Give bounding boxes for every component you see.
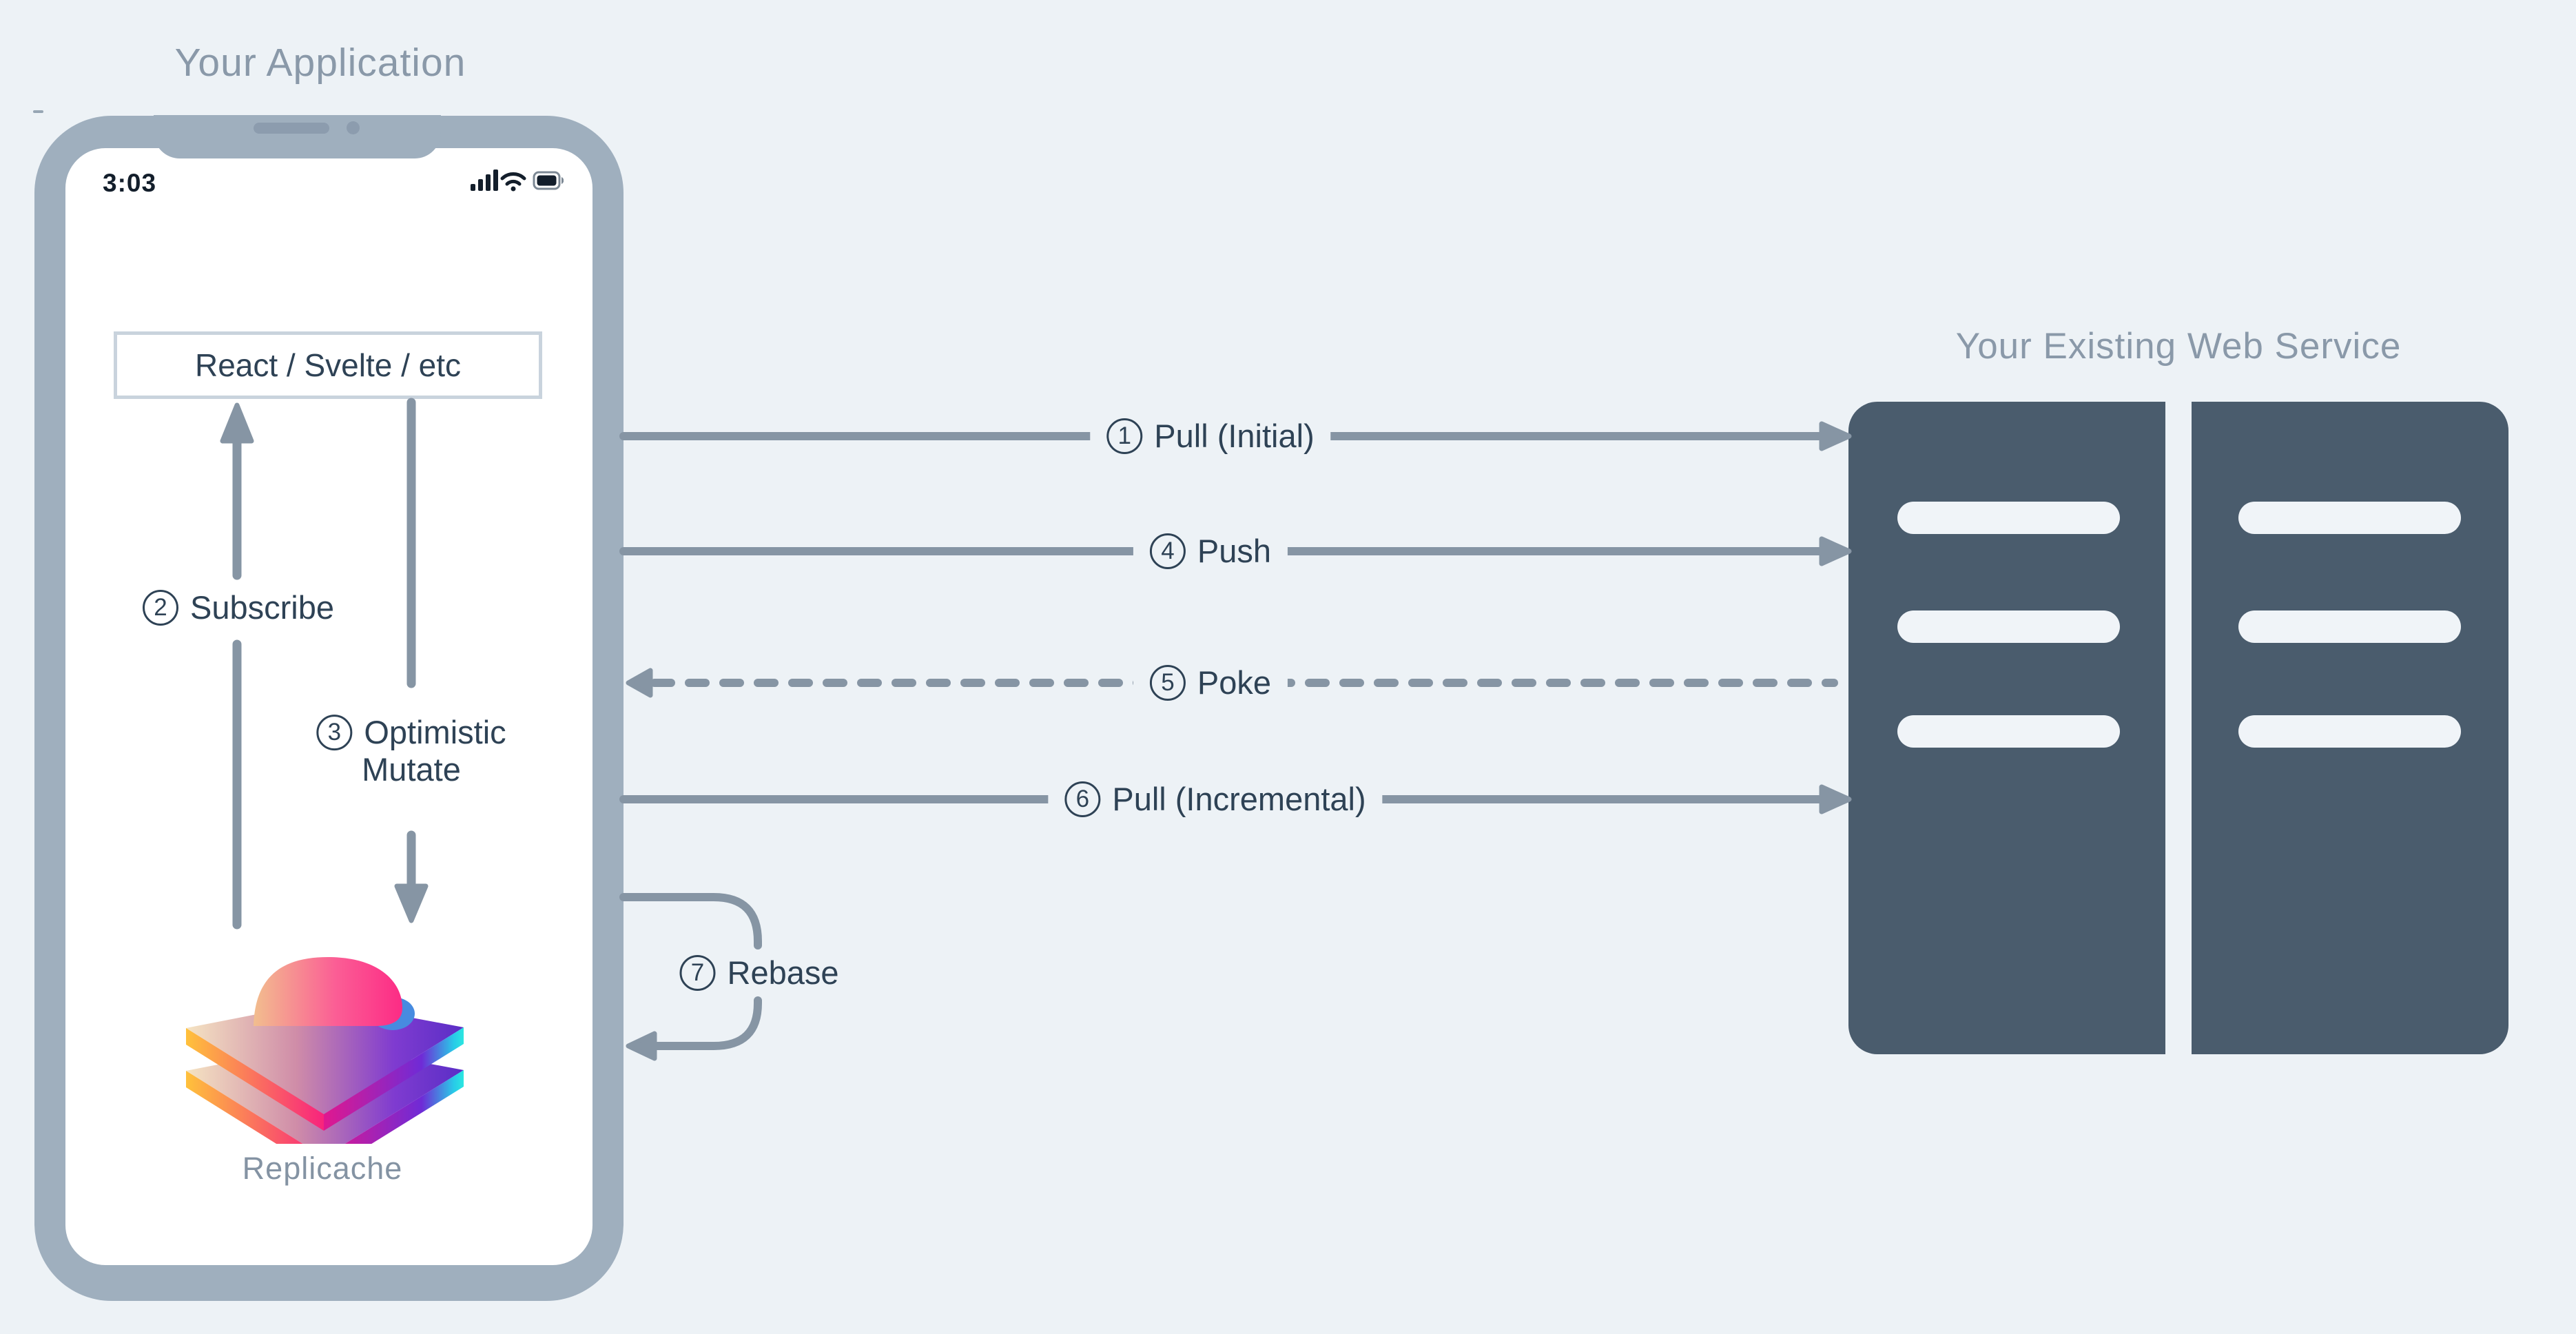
phone-notch <box>154 115 441 158</box>
step-label: Subscribe <box>190 589 334 626</box>
server-slot <box>2238 502 2461 534</box>
step-number-badge: 5 <box>1149 665 1186 701</box>
flow-label-subscribe: 2 Subscribe <box>143 590 334 626</box>
server-slot <box>2238 715 2461 748</box>
server-slot <box>1897 610 2120 643</box>
flow-label-pull-initial: 1 Pull (Initial) <box>1090 414 1331 458</box>
flow-label-poke: 5 Poke <box>1133 661 1288 705</box>
step-label: Pull (Incremental) <box>1112 781 1366 818</box>
flow-label-push: 4 Push <box>1133 529 1288 573</box>
push-arrowhead <box>1819 536 1852 566</box>
rebase-arrowhead <box>626 1031 657 1061</box>
server-slot <box>1897 715 2120 748</box>
step-label: Optimistic <box>364 714 506 751</box>
replicache-label: Replicache <box>242 1151 403 1186</box>
step-label: Pull (Initial) <box>1154 418 1315 455</box>
step-number-badge: 7 <box>679 955 716 991</box>
tick-mark <box>33 110 43 113</box>
step-number-badge: 3 <box>316 715 353 751</box>
ui-framework-label: React / Svelte / etc <box>194 347 462 383</box>
service-title: Your Existing Web Service <box>1955 326 2402 367</box>
step-number-badge: 2 <box>143 590 178 626</box>
step-label: Push <box>1197 533 1272 570</box>
server-slot <box>1897 502 2120 534</box>
replicache-logo-icon <box>186 957 464 1144</box>
status-time: 3:03 <box>103 169 157 197</box>
flow-label-rebase: 7 Rebase <box>679 954 839 992</box>
step-number-badge: 4 <box>1149 533 1186 569</box>
step-label: Poke <box>1197 664 1272 701</box>
camera-icon <box>347 121 360 134</box>
wifi-icon <box>500 172 526 192</box>
flow-label-optimistic-mutate: 3 Optimistic Mutate <box>316 715 506 788</box>
status-icons <box>471 170 564 192</box>
phone-screen: 3:03 <box>65 148 593 1265</box>
ui-framework-box: React / Svelte / etc <box>114 331 542 399</box>
server-tower-left <box>1848 402 2165 1054</box>
step-number-badge: 1 <box>1106 418 1143 454</box>
step-label: Mutate <box>362 751 461 788</box>
application-title: Your Application <box>174 41 466 85</box>
speaker-icon <box>254 123 329 134</box>
flow-label-pull-incremental: 6 Pull (Incremental) <box>1048 777 1383 821</box>
signal-icon <box>471 170 498 191</box>
pull-incremental-arrowhead <box>1819 784 1852 814</box>
poke-arrowhead <box>626 668 653 698</box>
battery-icon <box>533 171 564 190</box>
step-label: Rebase <box>727 954 839 992</box>
pull-initial-arrowhead <box>1819 421 1852 451</box>
step-number-badge: 6 <box>1064 781 1101 817</box>
server-tower-right <box>2192 402 2508 1054</box>
phone-frame: 3:03 <box>34 115 624 1301</box>
server-slot <box>2238 610 2461 643</box>
